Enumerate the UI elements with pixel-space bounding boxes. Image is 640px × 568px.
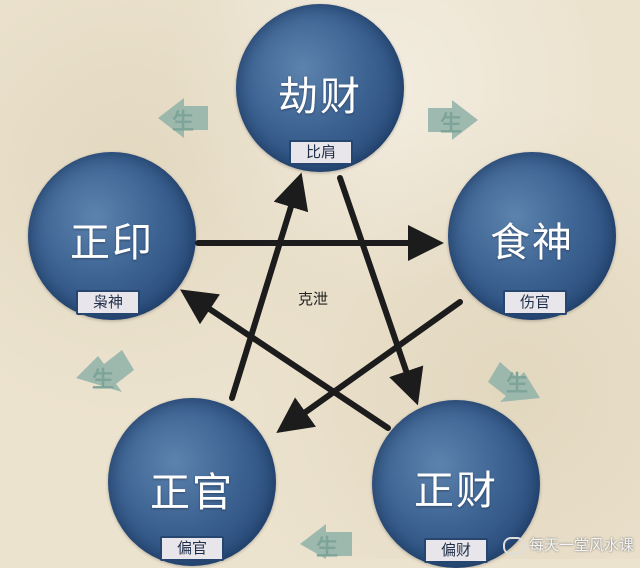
node-zhengcai: 正财 bbox=[372, 400, 540, 568]
sheng-arrow-zhengcai-zhengguan bbox=[300, 524, 352, 559]
sheng-label-5: 生 bbox=[92, 367, 115, 393]
sheng-arrow-jiecai-shishen bbox=[428, 100, 478, 140]
sheng-label-2: 生 bbox=[440, 111, 463, 137]
node-name-zhengyin: 正印 bbox=[70, 220, 154, 266]
tag-shishen: 伤官 bbox=[503, 290, 567, 315]
arrow-shishen-to-zhengguan bbox=[276, 299, 463, 433]
node-name-zhengcai: 正财 bbox=[414, 468, 498, 514]
node-name-zhengguan: 正官 bbox=[150, 470, 234, 516]
arrow-zhengguan-to-jiecai bbox=[229, 172, 309, 401]
watermark-text: 每天一堂风水课 bbox=[528, 536, 634, 554]
watermark: 每天一堂风水课 bbox=[502, 534, 634, 555]
center-label: 克泄 bbox=[298, 290, 329, 308]
wechat-icon bbox=[502, 536, 525, 555]
sheng-label-3: 生 bbox=[506, 371, 529, 397]
sheng-arrow-shishen-zhengcai bbox=[488, 362, 540, 402]
sheng-arrow-zhengguan-zhengyin bbox=[76, 350, 134, 392]
arrow-jiecai-to-zhengcai bbox=[337, 175, 424, 406]
arrow-zhengcai-to-zhengyin bbox=[180, 289, 391, 431]
tag-zhengyin: 枭神 bbox=[76, 290, 140, 315]
sheng-arrow-zhengyin-jiecai bbox=[158, 98, 208, 138]
sheng-label-1: 生 bbox=[172, 109, 195, 135]
sheng-label-4: 生 bbox=[316, 535, 339, 561]
node-jiecai: 劫财 bbox=[236, 4, 404, 172]
tag-jiecai: 比肩 bbox=[289, 140, 353, 165]
node-name-jiecai: 劫财 bbox=[278, 74, 362, 120]
node-name-shishen: 食神 bbox=[490, 220, 574, 266]
